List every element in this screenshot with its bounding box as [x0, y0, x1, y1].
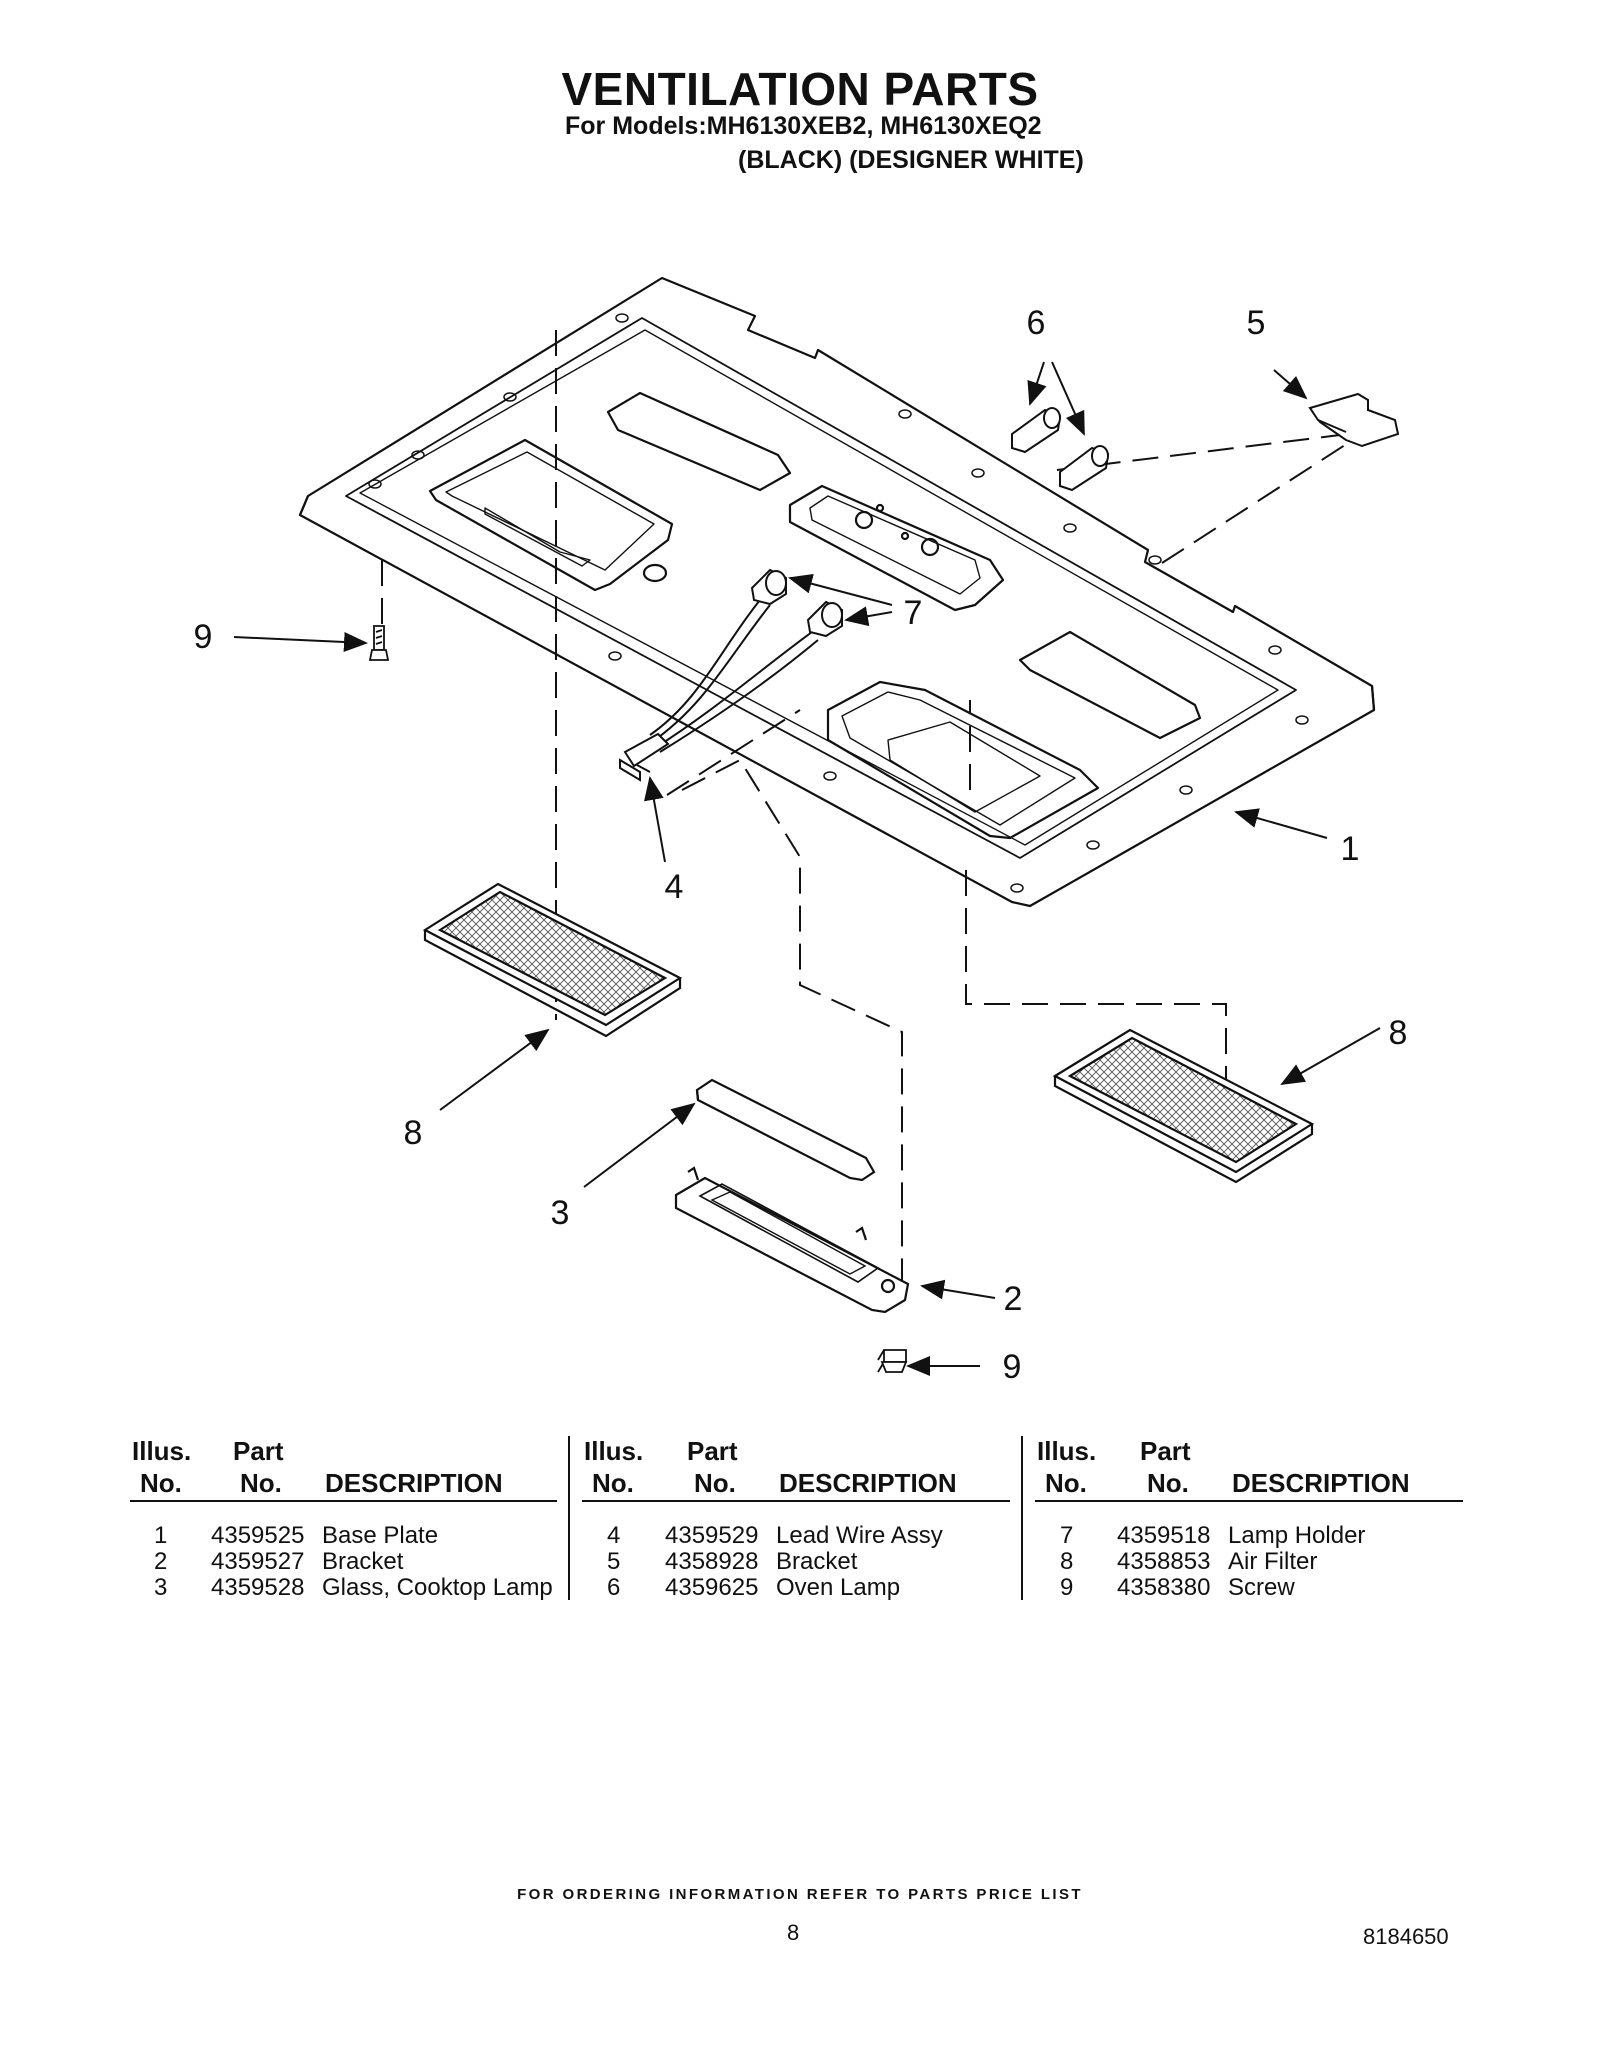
row-2-part: 4359527 [211, 1548, 305, 1575]
callout-8-left: 8 [404, 1114, 423, 1152]
header-rule-3 [1035, 1500, 1463, 1502]
row-5-part: 4358928 [665, 1548, 759, 1575]
exploded-view-diagram: 6 5 7 9 1 4 8 8 3 2 9 [194, 276, 1408, 1386]
row-9-part: 4358380 [1117, 1574, 1211, 1601]
callout-4: 4 [665, 868, 684, 906]
header-description-1: DESCRIPTION [325, 1468, 503, 1498]
row-7-part: 4359518 [1117, 1522, 1211, 1549]
row-6-illus: 6 [607, 1574, 621, 1601]
header-description-3: DESCRIPTION [1232, 1468, 1410, 1498]
row-3-illus: 3 [154, 1574, 168, 1601]
row-6-part: 4359625 [665, 1574, 759, 1601]
row-8-illus: 8 [1060, 1548, 1074, 1575]
callout-7: 7 [904, 594, 923, 632]
models-line: For Models:MH6130XEB2, MH6130XEQ2 [565, 112, 1042, 140]
callout-3: 3 [551, 1194, 570, 1232]
header-rule-1 [130, 1500, 557, 1502]
row-5-illus: 5 [607, 1548, 621, 1575]
bracket-bottom [674, 1166, 910, 1314]
document-number: 8184650 [1363, 1924, 1449, 1949]
header-part-1: Part [233, 1436, 284, 1466]
header-no-2b: No. [694, 1468, 736, 1498]
header-rule-2 [582, 1500, 1010, 1502]
header-illus-2: Illus. [584, 1436, 644, 1466]
row-1-description: Base Plate [322, 1522, 439, 1549]
header-no-3b: No. [1147, 1468, 1189, 1498]
page-title: VENTILATION PARTS [561, 63, 1039, 115]
row-8-part: 4358853 [1117, 1548, 1211, 1575]
header-part-2: Part [687, 1436, 738, 1466]
column-separator-2 [1021, 1436, 1023, 1600]
row-4-description: Lead Wire Assy [776, 1522, 943, 1549]
row-6-description: Oven Lamp [776, 1574, 901, 1601]
row-2-illus: 2 [154, 1548, 168, 1575]
row-7-illus: 7 [1060, 1522, 1074, 1549]
row-9-description: Screw [1228, 1574, 1295, 1601]
base-plate [298, 276, 1376, 908]
oven-lamps [1011, 407, 1110, 492]
page-number: 8 [787, 1920, 800, 1945]
leader-arrows [233, 361, 1381, 1376]
callout-8-right: 8 [1389, 1014, 1408, 1052]
row-7-description: Lamp Holder [1228, 1522, 1366, 1549]
air-filter-left [422, 882, 683, 1038]
header-description-2: DESCRIPTION [779, 1468, 957, 1498]
header-no-1b: No. [240, 1468, 282, 1498]
header-part-3: Part [1140, 1436, 1191, 1466]
cooktop-lamp-glass [695, 1078, 876, 1182]
colors-line: (BLACK) (DESIGNER WHITE) [738, 146, 1084, 174]
air-filter-right [1052, 1028, 1315, 1184]
callout-6: 6 [1027, 304, 1046, 342]
ordering-note: FOR ORDERING INFORMATION REFER TO PARTS … [517, 1886, 1083, 1903]
callout-9-top: 9 [194, 618, 213, 656]
row-8-description: Air Filter [1228, 1548, 1318, 1575]
header-no-3a: No. [1045, 1468, 1087, 1498]
row-3-description: Glass, Cooktop Lamp [322, 1574, 553, 1601]
header-no-1a: No. [140, 1468, 182, 1498]
callout-5: 5 [1247, 304, 1266, 342]
screws [368, 625, 908, 1373]
row-5-description: Bracket [776, 1548, 858, 1575]
header-illus-3: Illus. [1037, 1436, 1097, 1466]
row-4-part: 4359529 [665, 1522, 759, 1549]
row-2-description: Bracket [322, 1548, 404, 1575]
row-4-illus: 4 [607, 1522, 621, 1549]
lead-wire-assy [619, 599, 819, 782]
header-no-2a: No. [592, 1468, 634, 1498]
row-9-illus: 9 [1060, 1574, 1074, 1601]
callout-numbers: 6 5 7 9 1 4 8 8 3 2 9 [194, 304, 1408, 1386]
lamp-holders [750, 568, 843, 638]
callout-9-bottom: 9 [1003, 1348, 1022, 1386]
header-illus-1: Illus. [132, 1436, 192, 1466]
row-3-part: 4359528 [211, 1574, 305, 1601]
callout-1: 1 [1341, 830, 1360, 868]
row-1-illus: 1 [154, 1522, 168, 1549]
row-1-part: 4359525 [211, 1522, 305, 1549]
column-separator-1 [568, 1436, 570, 1600]
callout-2: 2 [1004, 1280, 1023, 1318]
bracket-top-right [1308, 392, 1400, 448]
